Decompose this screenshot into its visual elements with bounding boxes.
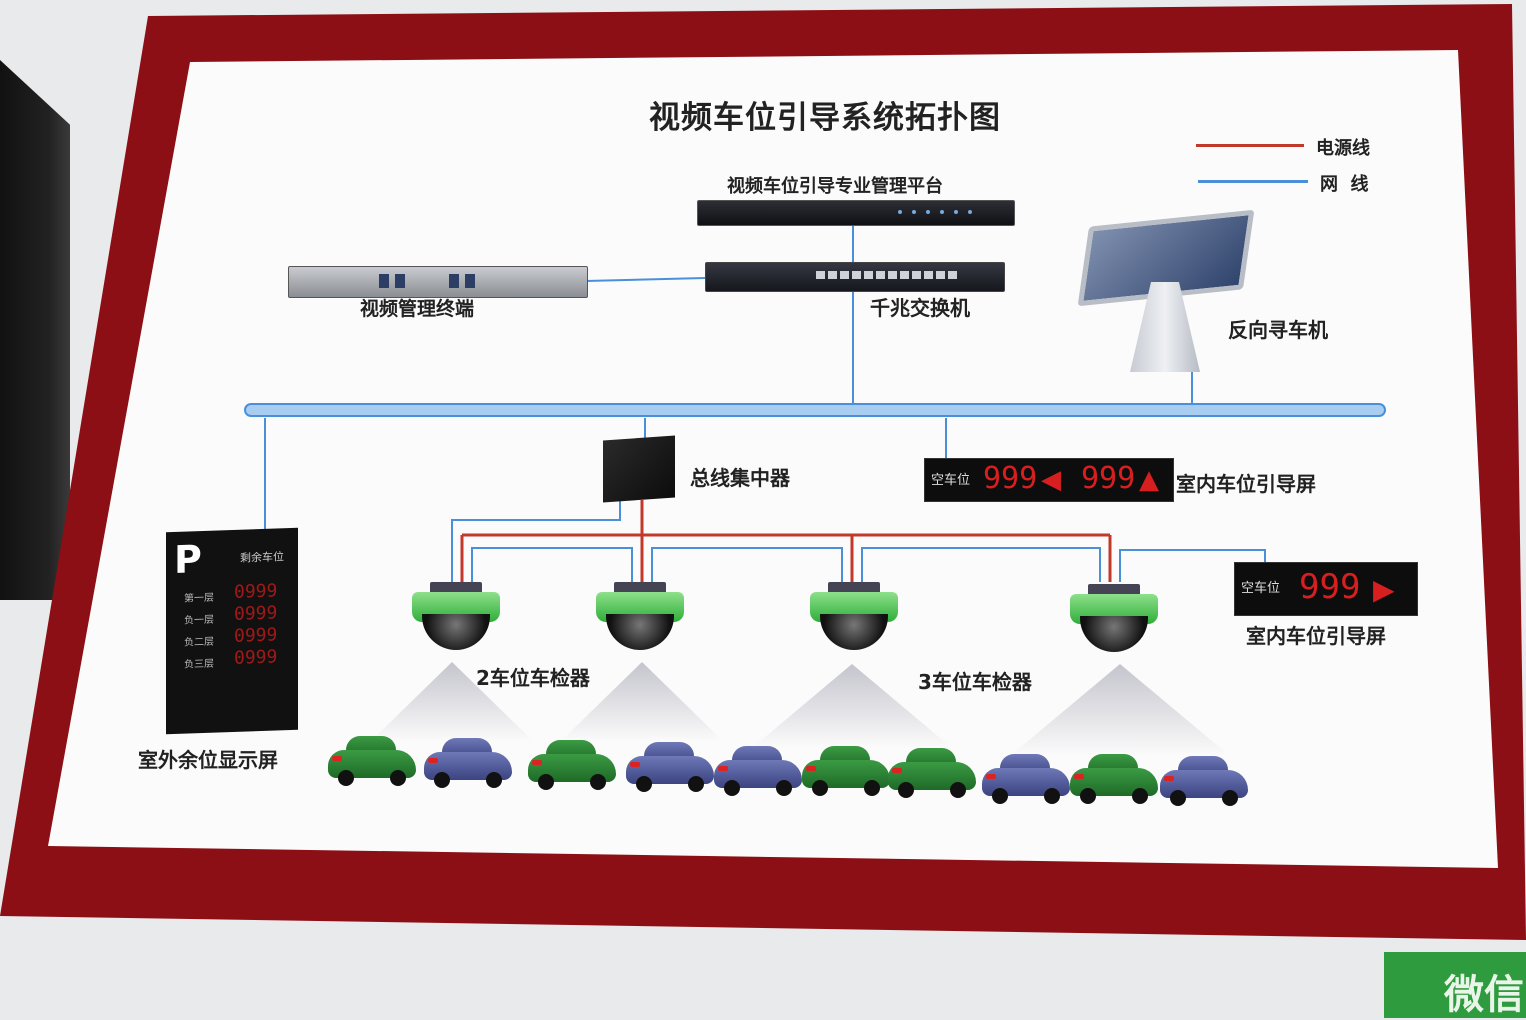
indoor-guide-screen-1: 空车位 999 ◀ 999 ▲ [924,458,1174,502]
bus-hub-label: 总线集中器 [690,466,790,490]
right-arrow-icon: ▶ [1373,573,1395,606]
outdoor-floor-2: 负一层 [184,614,214,627]
car-7 [888,746,976,798]
car-9 [1070,752,1158,804]
outdoor-header: 剩余车位 [240,550,284,565]
wechat-sign: 微信 [1384,952,1526,1018]
screen-1-value-a: 999 [983,461,1038,496]
indoor-screen-1-label: 室内车位引导屏 [1176,472,1316,496]
outdoor-floor-3: 负二层 [184,636,214,649]
outdoor-value-2: 0999 [234,602,278,625]
detector-2-label: 2车位车检器 [476,666,590,690]
car-10 [1160,754,1248,806]
legend-network-label: 网 线 [1320,174,1369,195]
car-8 [982,752,1070,804]
diagram-title: 视频车位引导系统拓扑图 [649,100,1001,136]
outdoor-display-device: P 剩余车位 第一层 0999 负一层 0999 负二层 0999 负三层 09… [166,527,298,735]
indoor-screen-2-label: 室内车位引导屏 [1246,624,1386,648]
outdoor-floor-4: 负三层 [184,658,214,671]
car-1 [328,734,416,786]
legend-power-label: 电源线 [1316,138,1370,159]
management-platform-device [697,200,1015,226]
bus-hub-device [603,435,675,503]
screen-2-label: 空车位 [1241,581,1281,596]
screen-2-value: 999 [1299,567,1361,607]
wall-dark-panel [0,60,70,600]
outdoor-value-4: 0999 [234,646,278,669]
platform-label: 视频车位引导专业管理平台 [727,176,943,197]
legend-power-line-sample [1196,144,1304,147]
car-5 [714,744,802,796]
up-arrow-icon: ▲ [1139,465,1159,495]
car-3 [528,738,616,790]
detector-3-label: 3车位车检器 [918,670,1032,694]
left-arrow-icon: ◀ [1041,465,1061,495]
outdoor-floor-1: 第一层 [184,592,214,605]
outdoor-value-3: 0999 [234,624,278,647]
detector-camera-4 [1070,584,1158,654]
switch-label: 千兆交换机 [870,296,970,320]
outdoor-value-1: 0999 [234,580,278,603]
legend-network-line-sample [1198,180,1308,183]
video-terminal-label: 视频管理终端 [360,298,475,320]
kiosk-label: 反向寻车机 [1228,318,1328,342]
detector-camera-3 [810,582,898,652]
gigabit-switch-device [705,262,1005,292]
detector-camera-1 [412,582,500,652]
screen-1-label: 空车位 [931,473,971,488]
outdoor-screen-label: 室外余位显示屏 [138,748,278,772]
car-2 [424,736,512,788]
video-terminal-device [288,266,588,298]
wechat-sign-text: 微信 [1444,972,1524,1018]
detector-camera-2 [596,582,684,652]
indoor-guide-screen-2: 空车位 999 ▶ [1234,562,1418,616]
parking-p-icon: P [174,537,202,583]
car-4 [626,740,714,792]
screen-1-value-b: 999 [1081,461,1136,496]
car-6 [802,744,890,796]
